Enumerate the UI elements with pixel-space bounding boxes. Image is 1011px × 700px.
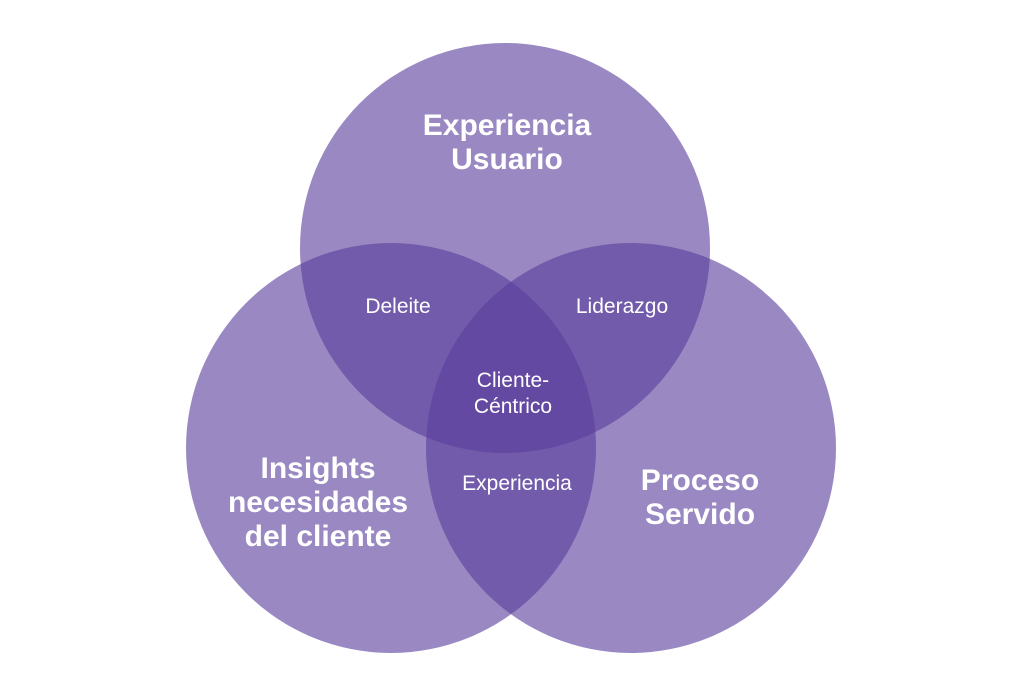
- set-label-top: Experiencia Usuario: [422, 109, 592, 176]
- intersection-label-center: Cliente- Céntrico: [473, 369, 553, 418]
- intersection-label-left-right: Experiencia: [462, 472, 572, 495]
- intersection-label-top-right: Liderazgo: [575, 295, 669, 318]
- intersection-label-top-left: Deleite: [365, 295, 431, 318]
- set-label-right: Proceso Servido: [640, 464, 760, 531]
- circle-proceso-servido: [426, 243, 836, 653]
- set-label-left: Insights necesidades del cliente: [227, 452, 409, 553]
